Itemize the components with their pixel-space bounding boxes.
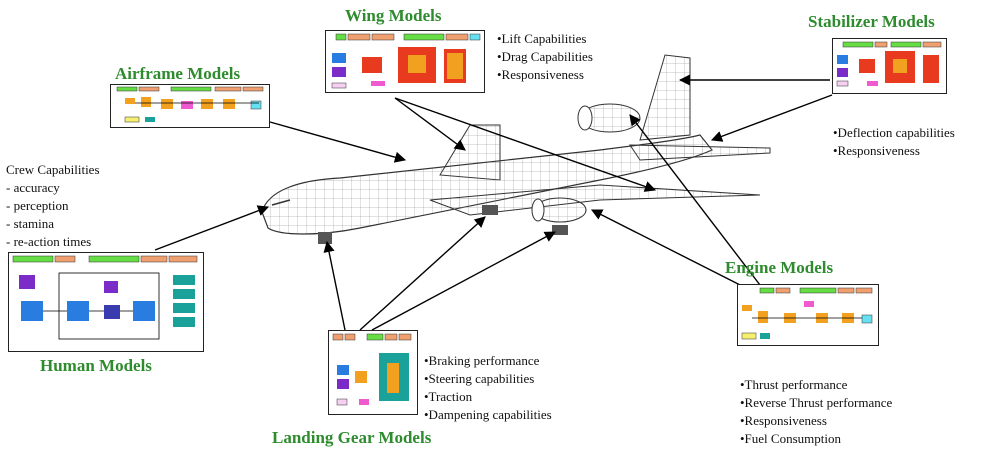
crew-capabilities-list: Crew Capabilities - accuracy - perceptio… — [6, 161, 100, 251]
landing-gear-model-schematic — [332, 333, 412, 406]
engine-model-schematic — [741, 287, 873, 340]
wing-model-schematic — [331, 33, 481, 89]
stabilizer-models-title: Stabilizer Models — [808, 12, 935, 31]
wing-capabilities-list: •Lift Capabilities •Drag Capabilities •R… — [497, 30, 593, 84]
airframe-model-panel — [110, 84, 270, 128]
landing-gear-bullet: •Dampening capabilities — [424, 407, 552, 422]
crew-item: - stamina — [6, 216, 55, 231]
wing-bullet: •Responsiveness — [497, 67, 584, 82]
engine-bullet: •Fuel Consumption — [740, 431, 841, 446]
human-model-schematic — [12, 255, 198, 340]
engine-bullet: •Responsiveness — [740, 413, 827, 428]
human-model-panel — [8, 252, 204, 352]
stabilizer-capabilities-list: •Deflection capabilities •Responsiveness — [833, 124, 955, 160]
crew-item: - perception — [6, 198, 69, 213]
crew-heading: Crew Capabilities — [6, 162, 100, 177]
airframe-models-title: Airframe Models — [115, 64, 241, 83]
landing-gear-model-panel — [328, 330, 418, 415]
crew-item: - re-action times — [6, 234, 92, 249]
crew-item: - accuracy — [6, 180, 60, 195]
engine-capabilities-list: •Thrust performance •Reverse Thrust perf… — [740, 376, 892, 448]
stabilizer-bullet: •Responsiveness — [833, 143, 920, 158]
landing-gear-bullet: •Steering capabilities — [424, 371, 535, 386]
stabilizer-model-schematic — [836, 41, 942, 87]
engine-bullet: •Reverse Thrust performance — [740, 395, 893, 410]
wing-model-panel — [325, 30, 485, 93]
landing-gear-bullet: •Braking performance — [424, 353, 540, 368]
stabilizer-bullet: •Deflection capabilities — [833, 125, 955, 140]
landing-gear-capabilities-list: •Braking performance •Steering capabilit… — [424, 352, 552, 424]
airframe-model-schematic — [116, 86, 264, 123]
landing-gear-bullet: •Traction — [424, 389, 473, 404]
wing-bullet: •Lift Capabilities — [497, 31, 587, 46]
callout-arrows — [154, 74, 833, 331]
wing-bullet: •Drag Capabilities — [497, 49, 593, 64]
wing-models-title: Wing Models — [345, 6, 442, 25]
stabilizer-model-panel — [832, 38, 947, 94]
human-models-title: Human Models — [40, 356, 152, 375]
engine-bullet: •Thrust performance — [740, 377, 848, 392]
engine-models-title: Engine Models — [725, 258, 834, 277]
airplane-illustration — [261, 54, 771, 244]
engine-model-panel — [737, 284, 879, 346]
landing-gear-models-title: Landing Gear Models — [272, 428, 432, 447]
